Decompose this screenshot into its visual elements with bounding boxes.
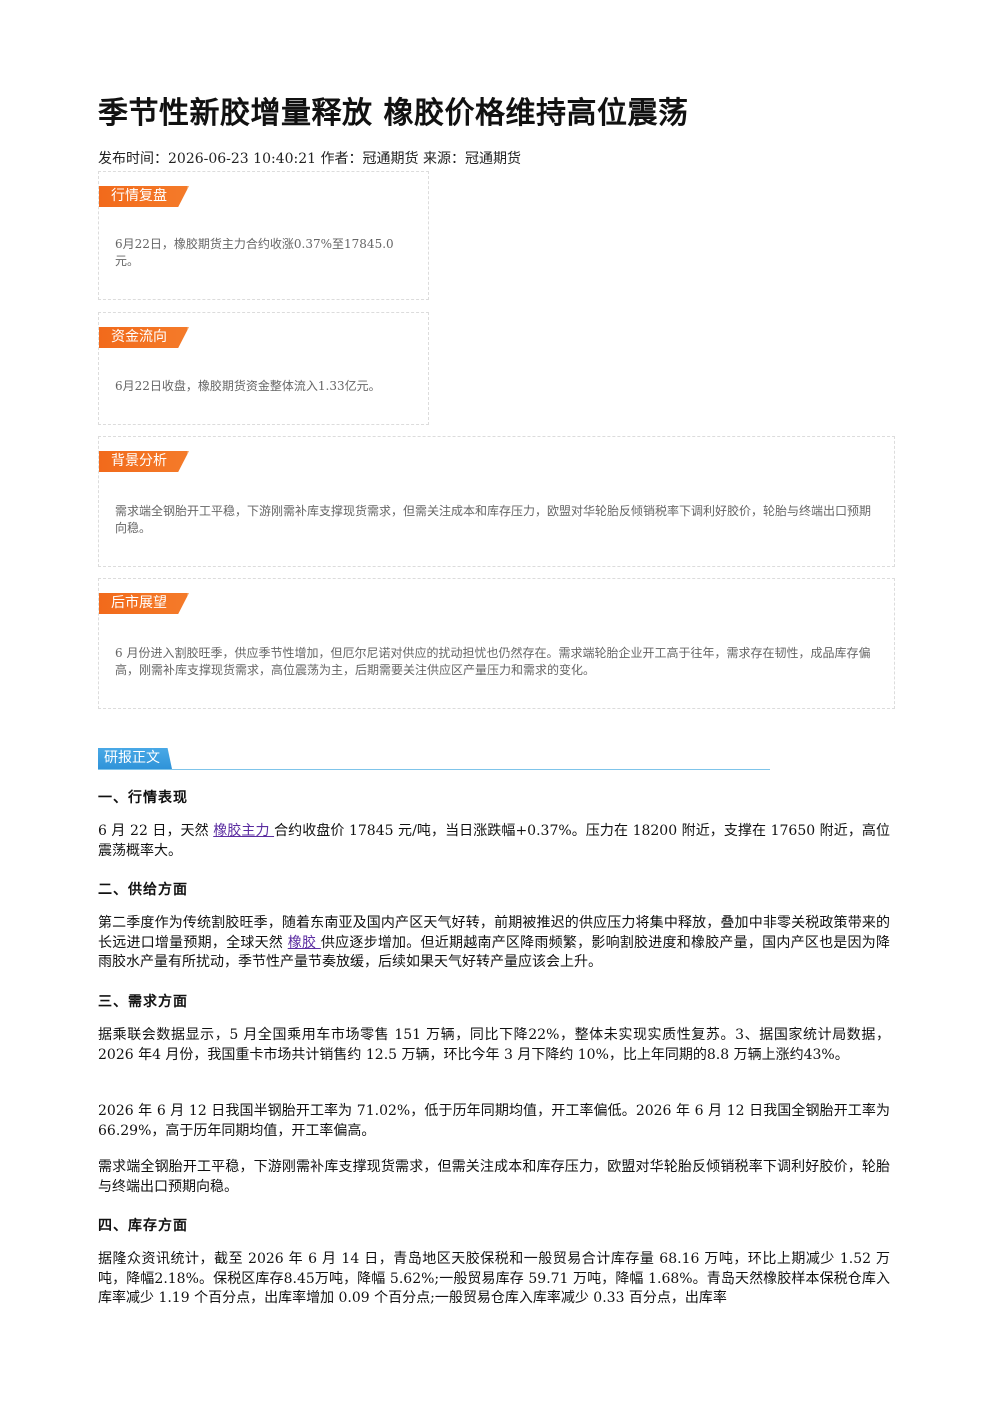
report-section-label: 研报正文 — [98, 748, 172, 769]
rubber-main-contract-link[interactable]: 橡胶主力 — [213, 823, 275, 839]
card-tag: 行情复盘 — [99, 186, 189, 207]
summary-card-outlook: 后市展望 6 月份进入割胶旺季，供应季节性增加，但厄尔尼诺对供应的扰动担忧也仍然… — [98, 578, 895, 709]
rubber-link[interactable]: 橡胶 — [287, 934, 321, 951]
heading-demand: 三、需求方面 — [98, 994, 188, 1010]
paragraph-market-performance: 6 月 22 日，天然 橡胶主力 合约收盘价 17845 元/吨，当日涨跌幅+0… — [98, 823, 890, 859]
summary-card-fund-flow: 资金流向 6月22日收盘，橡胶期货资金整体流入1.33亿元。 — [98, 312, 429, 425]
card-tag: 后市展望 — [99, 593, 189, 614]
paragraph-demand-vehicles: 据乘联会数据显示，5 月全国乘用车市场零售 151 万辆，同比下降22%，整体未… — [98, 1027, 890, 1063]
paragraph-inventory: 据隆众资讯统计，截至 2026 年 6 月 14 日，青岛地区天胶保税和一般贸易… — [98, 1251, 890, 1306]
article-title: 季节性新胶增量释放 橡胶价格维持高位震荡 — [98, 96, 689, 131]
paragraph-demand-tires: 2026 年 6 月 12 日我国半钢胎开工率为 71.02%，低于历年同期均值… — [98, 1103, 890, 1139]
card-text: 6月22日，橡胶期货主力合约收涨0.37%至17845.0元。 — [115, 237, 394, 268]
article-meta: 发布时间：2026-06-23 10:40:21 作者：冠通期货 来源：冠通期货 — [98, 151, 521, 167]
paragraph-supply: 第二季度作为传统割胶旺季，随着东南亚及国内产区天气好转，前期被推迟的供应压力将集… — [98, 915, 891, 970]
card-text: 6 月份进入割胶旺季，供应季节性增加，但厄尔尼诺对供应的扰动担忧也仍然存在。需求… — [115, 646, 871, 677]
heading-supply: 二、供给方面 — [98, 882, 188, 898]
paragraph-demand-summary: 需求端全钢胎开工平稳，下游刚需补库支撑现货需求，但需关注成本和库存压力，欧盟对华… — [98, 1159, 890, 1195]
summary-card-background: 背景分析 需求端全钢胎开工平稳，下游刚需补库支撑现货需求，但需关注成本和库存压力… — [98, 436, 895, 567]
card-text: 需求端全钢胎开工平稳，下游刚需补库支撑现货需求，但需关注成本和库存压力，欧盟对华… — [115, 504, 872, 535]
card-text: 6月22日收盘，橡胶期货资金整体流入1.33亿元。 — [115, 379, 381, 393]
card-tag: 背景分析 — [99, 451, 189, 472]
heading-market-performance: 一、行情表现 — [98, 790, 188, 806]
heading-inventory: 四、库存方面 — [98, 1218, 188, 1234]
card-tag: 资金流向 — [99, 327, 189, 348]
report-section-header: 研报正文 — [98, 748, 770, 770]
summary-card-market-review: 行情复盘 6月22日，橡胶期货主力合约收涨0.37%至17845.0元。 — [98, 171, 429, 300]
